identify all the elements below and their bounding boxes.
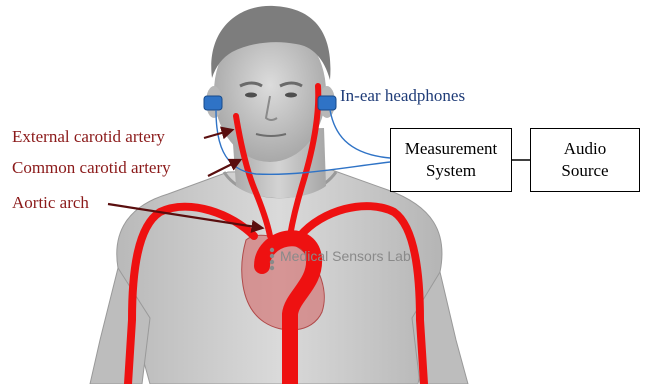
label-external-carotid-artery: External carotid artery bbox=[12, 127, 165, 147]
audio-box-line2: Source bbox=[561, 160, 608, 182]
headphone-cable-right bbox=[330, 110, 390, 158]
label-aortic-arch: Aortic arch bbox=[12, 193, 89, 213]
measurement-system-box: Measurement System bbox=[390, 128, 512, 192]
left-eye bbox=[245, 93, 257, 98]
measurement-box-line2: System bbox=[426, 160, 476, 182]
measurement-box-line1: Measurement bbox=[405, 138, 498, 160]
audio-source-box: Audio Source bbox=[530, 128, 640, 192]
shirt-logo-text: Medical Sensors Lab bbox=[280, 246, 411, 266]
audio-box-line1: Audio bbox=[564, 138, 607, 160]
right-eye bbox=[285, 93, 297, 98]
right-earbud-icon bbox=[318, 96, 336, 110]
label-in-ear-headphones: In-ear headphones bbox=[340, 86, 465, 106]
label-common-carotid-artery: Common carotid artery bbox=[12, 158, 171, 178]
left-earbud-icon bbox=[204, 96, 222, 110]
